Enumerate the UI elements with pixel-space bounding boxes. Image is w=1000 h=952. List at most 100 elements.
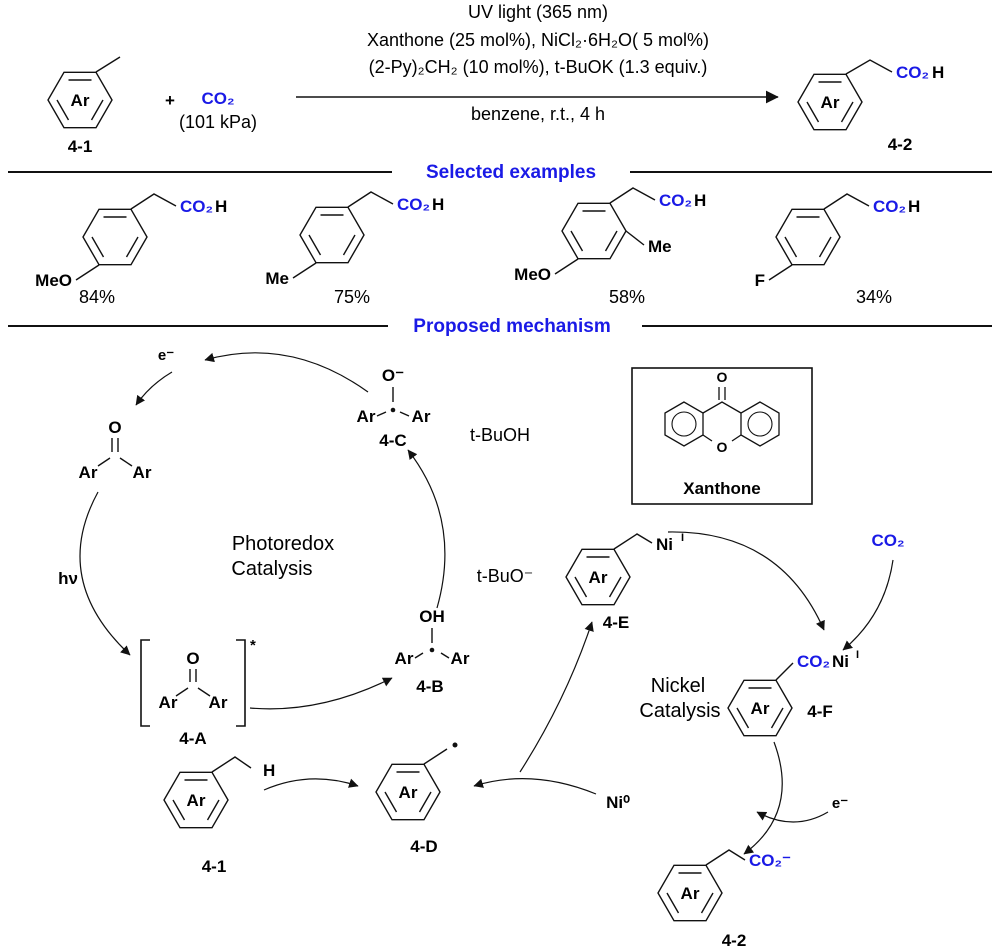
arrow-4A-to-4B bbox=[249, 677, 393, 710]
4F-aryl: Ar bbox=[751, 699, 770, 718]
4B-label: 4-B bbox=[416, 677, 443, 696]
selected-examples-heading: Selected examples bbox=[426, 162, 596, 183]
4F-ni-oxidation-state: I bbox=[856, 649, 859, 661]
42-aryl: Ar bbox=[681, 884, 700, 903]
example-2-substituent: Me bbox=[265, 269, 289, 288]
hv-light-label: hν bbox=[58, 569, 78, 588]
arrow-4F-to-42 bbox=[743, 741, 783, 855]
example-3-yield: 58% bbox=[609, 287, 645, 307]
condition-line-1: UV light (365 nm) bbox=[468, 2, 608, 22]
example-1-co2: CO₂ bbox=[180, 197, 213, 216]
species-4-2-carboxylate: Ar CO₂⁻ 4-2 bbox=[657, 849, 791, 950]
arrow-electron-to-ketone bbox=[135, 371, 173, 406]
example-4-yield: 34% bbox=[856, 287, 892, 307]
example-3-substituent-2: Me bbox=[648, 237, 672, 256]
species-diaryl-ketone: O Ar Ar bbox=[79, 418, 152, 482]
4B-oh: OH bbox=[419, 607, 445, 626]
arrow-co2-to-4F bbox=[842, 559, 894, 651]
substrate-aryl: Ar bbox=[187, 791, 206, 810]
arrow-4C-to-electron bbox=[204, 352, 369, 393]
co2-pressure: (101 kPa) bbox=[179, 112, 257, 132]
species-4-B-ketyl-radical: OH Ar Ar 4-B bbox=[395, 607, 470, 696]
4F-ni: Ni bbox=[832, 652, 849, 671]
example-2-yield: 75% bbox=[334, 287, 370, 307]
species-4-D-benzylic-radical: Ar 4-D bbox=[375, 742, 458, 856]
4B-ar-right: Ar bbox=[451, 649, 470, 668]
4A-ar-right: Ar bbox=[209, 693, 228, 712]
species-4-1-substrate: Ar H 4-1 bbox=[163, 756, 275, 876]
xanthone-box: O O Xanthone bbox=[631, 367, 813, 505]
co2-mechanism: CO₂ bbox=[871, 531, 904, 550]
example-1-yield: 84% bbox=[79, 287, 115, 307]
substrate-label: 4-1 bbox=[202, 857, 227, 876]
reactant-structure-4-1: Ar 4-1 bbox=[47, 56, 121, 156]
4C-label: 4-C bbox=[379, 431, 406, 450]
example-4-h: H bbox=[908, 197, 920, 216]
electron-right: e⁻ bbox=[832, 795, 848, 812]
arrow-4D-to-4E bbox=[519, 621, 594, 773]
example-4-co2: CO₂ bbox=[873, 197, 906, 216]
arrow-41-to-4D bbox=[263, 778, 359, 791]
species-4-C-ketyl-anion: O⁻ Ar Ar 4-C bbox=[357, 366, 431, 450]
tbuoh-text: t-BuOH bbox=[470, 425, 530, 445]
4C-ar-right: Ar bbox=[412, 407, 431, 426]
4B-ar-left: Ar bbox=[395, 649, 414, 668]
condition-line-2: Xanthone (25 mol%), NiCl₂·6H₂O( 5 mol%) bbox=[367, 30, 709, 50]
electron-top: e⁻ bbox=[158, 347, 174, 364]
ketone-ar-right: Ar bbox=[133, 463, 152, 482]
example-3-co2: CO₂ bbox=[659, 191, 692, 210]
42-co2-anion: CO₂⁻ bbox=[749, 851, 791, 870]
ketone-ar-left: Ar bbox=[79, 463, 98, 482]
example-3-substituent: MeO bbox=[514, 265, 551, 284]
nickel-label-line2: Catalysis bbox=[639, 700, 720, 722]
substrate-h: H bbox=[263, 761, 275, 780]
4A-excited-star: * bbox=[250, 637, 256, 654]
product-h: H bbox=[932, 63, 944, 82]
4E-aryl: Ar bbox=[589, 568, 608, 587]
42-label: 4-2 bbox=[722, 931, 747, 950]
product-structure-4-2: Ar CO₂ H 4-2 bbox=[797, 59, 944, 154]
4F-label: 4-F bbox=[807, 702, 833, 721]
example-4-substituent: F bbox=[755, 271, 765, 290]
4A-o: O bbox=[186, 649, 199, 668]
arrow-ketone-to-4A bbox=[79, 491, 131, 656]
example-1-substituent: MeO bbox=[35, 271, 72, 290]
xanthone-carbonyl-o: O bbox=[717, 369, 728, 385]
product-label: 4-2 bbox=[888, 135, 913, 154]
species-4-A-excited-ketone: * O Ar Ar 4-A bbox=[140, 637, 256, 748]
photoredox-label-line1: Photoredox bbox=[232, 533, 334, 555]
4D-aryl: Ar bbox=[399, 783, 418, 802]
photoredox-label-line2: Catalysis bbox=[231, 558, 312, 580]
nickel-label-line1: Nickel bbox=[651, 675, 705, 697]
reactant-aryl: Ar bbox=[71, 91, 90, 110]
co2-reagent: CO₂ bbox=[201, 89, 234, 108]
condition-below-arrow: benzene, r.t., 4 h bbox=[471, 104, 605, 124]
species-4-F-nickel-carboxylate: Ar CO₂ Ni I 4-F bbox=[727, 649, 859, 737]
example-2-h: H bbox=[432, 195, 444, 214]
ketone-o: O bbox=[108, 418, 121, 437]
arrow-electron-to-cycle bbox=[756, 811, 829, 823]
4A-label: 4-A bbox=[179, 729, 206, 748]
4E-label: 4-E bbox=[603, 613, 629, 632]
4F-co2: CO₂ bbox=[797, 652, 830, 671]
ni0-text: Ni⁰ bbox=[606, 793, 630, 812]
example-2-co2: CO₂ bbox=[397, 195, 430, 214]
4D-label: 4-D bbox=[410, 837, 437, 856]
plus-sign: + bbox=[165, 91, 175, 110]
arrow-ni0-to-4D bbox=[473, 778, 597, 795]
condition-line-3: (2-Py)₂CH₂ (10 mol%), t-BuOK (1.3 equiv.… bbox=[369, 57, 708, 77]
example-1-structure: MeO CO₂ H 84% bbox=[35, 193, 227, 307]
xanthone-name: Xanthone bbox=[683, 479, 760, 498]
example-2-structure: Me CO₂ H 75% bbox=[265, 191, 444, 307]
product-aryl: Ar bbox=[821, 93, 840, 112]
example-1-h: H bbox=[215, 197, 227, 216]
4C-ar-left: Ar bbox=[357, 407, 376, 426]
tbuo-anion-text: t-BuO⁻ bbox=[477, 566, 534, 586]
reactant-label: 4-1 bbox=[68, 137, 93, 156]
xanthone-ring-o: O bbox=[717, 439, 728, 455]
example-4-structure: F CO₂ H 34% bbox=[755, 193, 920, 307]
species-4-E-benzyl-nickel: Ar Ni I 4-E bbox=[565, 532, 684, 632]
product-co2: CO₂ bbox=[896, 63, 929, 82]
